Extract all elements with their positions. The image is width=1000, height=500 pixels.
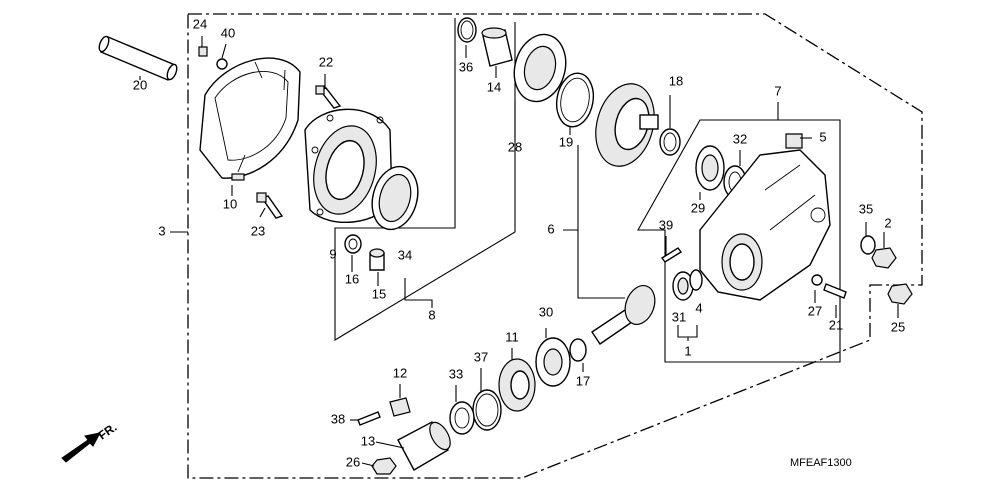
group-6-bracket [563, 145, 625, 299]
label-38: 38 [331, 411, 345, 426]
label-5: 5 [819, 129, 826, 144]
bearing-31-part [672, 271, 694, 301]
label-25: 25 [891, 319, 905, 334]
label-6: 6 [547, 221, 554, 236]
label-37: 37 [474, 349, 488, 364]
group-1-bracket [677, 325, 698, 341]
stud-39-part [660, 247, 683, 263]
label-31: 31 [672, 309, 686, 324]
label-2: 2 [884, 215, 891, 230]
ring-gear-part [595, 83, 659, 167]
bolt-24-part [198, 46, 208, 57]
label-4: 4 [695, 300, 702, 315]
joint-13-part [397, 421, 451, 471]
label-24: 24 [193, 16, 207, 31]
front-arrow-label: FR. [96, 420, 120, 443]
label-21: 21 [829, 317, 843, 332]
bolt-22-part [315, 85, 342, 109]
label-39: 39 [659, 217, 673, 232]
nut-25-part [887, 283, 913, 305]
label-26: 26 [346, 454, 360, 469]
bolt-38-part [357, 411, 381, 426]
bolt-23-part [256, 192, 284, 219]
label-32: 32 [733, 131, 747, 146]
assembly-boundary [187, 13, 923, 479]
label-33: 33 [449, 366, 463, 381]
label-20: 20 [133, 77, 147, 92]
label-23: 23 [251, 223, 265, 238]
label-30: 30 [539, 304, 553, 319]
label-1: 1 [684, 343, 691, 358]
nut-2-part [871, 247, 897, 269]
label-28: 28 [508, 139, 522, 154]
oring-37-part [472, 389, 502, 431]
group-8-bracket [334, 18, 516, 341]
label-11: 11 [505, 329, 519, 344]
bearing-30-part [535, 337, 571, 387]
gear-11-part [498, 358, 536, 412]
ring-17-part [569, 338, 587, 362]
tube-part [98, 35, 178, 81]
label-8: 8 [428, 307, 435, 322]
label-17: 17 [576, 373, 590, 388]
cap-5-part [785, 133, 803, 149]
label-13: 13 [361, 433, 375, 448]
label-3: 3 [158, 223, 165, 238]
washer-40-part [216, 58, 228, 70]
label-35: 35 [859, 201, 873, 216]
oil-seal-part [371, 165, 419, 231]
pinion-part [591, 285, 656, 345]
label-16: 16 [345, 271, 359, 286]
ring-36-part [457, 17, 477, 43]
washer-16-part [344, 234, 362, 254]
ring-33-part [449, 401, 475, 435]
label-19: 19 [559, 134, 573, 149]
plug-26-part [371, 457, 397, 475]
label-34: 34 [398, 247, 412, 262]
shim-18-part [659, 128, 681, 156]
label-27: 27 [808, 303, 822, 318]
label-29: 29 [691, 200, 705, 215]
ring-4-part [689, 269, 703, 291]
leader-lines [139, 36, 899, 467]
label-9: 9 [329, 246, 336, 261]
group-7-box [637, 102, 841, 363]
label-36: 36 [459, 59, 473, 74]
label-12: 12 [393, 365, 407, 380]
label-18: 18 [669, 73, 683, 88]
bearing-28-part [513, 33, 567, 103]
ring-19-part [555, 72, 595, 128]
plug-15-part [369, 248, 385, 271]
label-7: 7 [774, 83, 781, 98]
washer-27-part [811, 274, 823, 286]
ring-35-part [860, 235, 876, 255]
front-arrow: FR. [61, 420, 120, 463]
group-8-leader [404, 278, 433, 308]
housing-part [304, 108, 393, 223]
gear-case-part [699, 149, 831, 301]
cover-part [199, 57, 301, 181]
block-12-part [389, 397, 411, 417]
bolt-21-part [823, 283, 847, 299]
label-40: 40 [221, 25, 235, 40]
diagram-code: MFEAF1300 [790, 457, 852, 469]
label-14: 14 [487, 79, 501, 94]
label-15: 15 [372, 286, 386, 301]
label-22: 22 [319, 54, 333, 69]
label-10: 10 [223, 196, 237, 211]
spacer-14-part [481, 27, 513, 67]
bearing-29-part [695, 145, 725, 191]
